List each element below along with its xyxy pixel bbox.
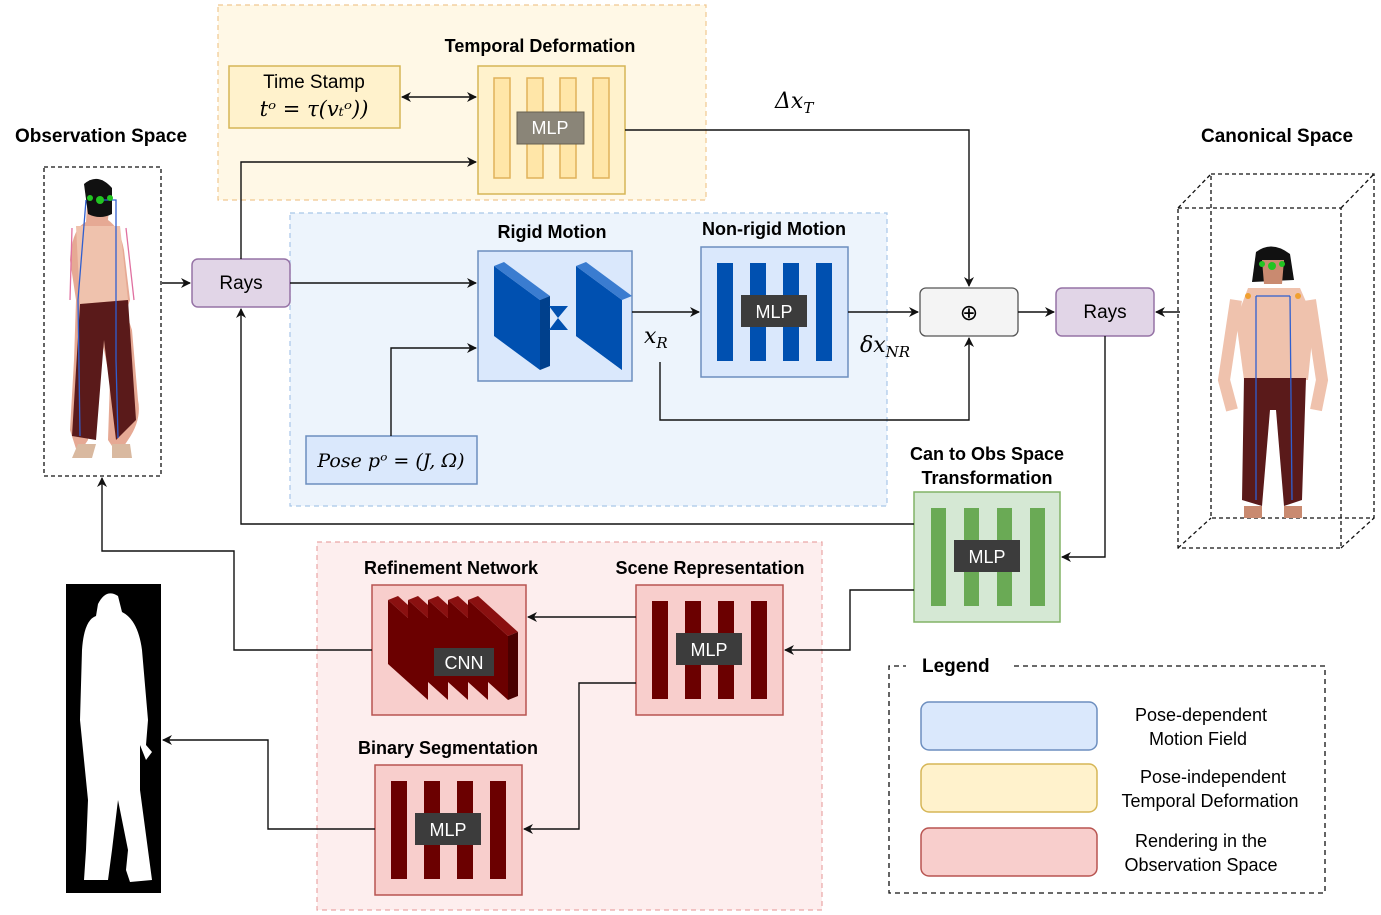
rigid-motion-title: Rigid Motion (498, 222, 607, 242)
scene-mlp-block: MLP (635, 584, 784, 716)
segmentation-mlp-label: MLP (429, 820, 466, 840)
delta-xt-label: ΔxT (774, 89, 814, 117)
sum-node: ⊕ (919, 287, 1019, 337)
time-stamp-box: Time Stamp tᵒ = τ(vₜᵒ)) (228, 65, 401, 129)
x-r-label: xR (644, 324, 668, 352)
can-to-obs-title-line2: Transformation (921, 468, 1052, 488)
legend-item-3-line2: Observation Space (1124, 855, 1277, 875)
legend-item-1-line2: Motion Field (1149, 729, 1247, 749)
non-rigid-motion-title: Non-rigid Motion (702, 219, 846, 239)
rays-right-label: Rays (1083, 302, 1126, 323)
time-stamp-formula: tᵒ = τ(vₜᵒ)) (260, 97, 369, 121)
canonical-person-image (1217, 246, 1329, 518)
legend-swatch-yellow (920, 763, 1098, 813)
legend-item-2-line1: Pose-independent (1140, 767, 1286, 787)
silhouette-mask-image (66, 584, 161, 893)
can-to-obs-title-line1: Can to Obs Space (910, 444, 1064, 464)
temporal-deformation-title: Temporal Deformation (445, 36, 636, 56)
legend-swatch-blue (920, 701, 1098, 751)
non-rigid-mlp-label: MLP (755, 302, 792, 322)
legend-title: Legend (922, 656, 990, 677)
refinement-cnn-label: CNN (445, 653, 484, 673)
observation-frame (43, 166, 162, 477)
canonical-space-label: Canonical Space (1201, 126, 1353, 147)
rigid-motion-block (477, 250, 633, 382)
legend-swatch-red (920, 827, 1098, 877)
delta-xnr-label: δxNR (860, 333, 910, 361)
observation-space-label: Observation Space (15, 126, 187, 147)
refinement-cnn-block: CNN (371, 584, 527, 716)
pose-formula: Pose pᵒ = (J, Ω) (316, 450, 464, 472)
rays-left-label: Rays (219, 273, 262, 294)
can-to-obs-mlp-block: MLP (913, 491, 1061, 623)
segmentation-mlp-block: MLP (374, 764, 523, 896)
sum-symbol: ⊕ (960, 300, 978, 325)
can-to-obs-mlp-label: MLP (968, 547, 1005, 567)
legend-item-3-line1: Rendering in the (1135, 831, 1267, 851)
rays-box-right: Rays (1055, 287, 1155, 337)
scene-mlp-label: MLP (690, 640, 727, 660)
connectors (97, 92, 1180, 834)
legend: Legend Pose-dependent Motion Field Pose-… (888, 656, 1326, 894)
temporal-mlp-label: MLP (531, 118, 568, 138)
non-rigid-mlp-block: MLP (700, 246, 849, 378)
refinement-network-title: Refinement Network (364, 558, 539, 578)
temporal-mlp-block: MLP (477, 65, 626, 195)
observation-person-image (69, 178, 139, 458)
scene-representation-title: Scene Representation (615, 558, 804, 578)
time-stamp-label: Time Stamp (263, 72, 365, 93)
rays-box-left: Rays (191, 258, 291, 308)
legend-item-2-line2: Temporal Deformation (1121, 791, 1298, 811)
binary-segmentation-title: Binary Segmentation (358, 738, 538, 758)
pose-box: Pose pᵒ = (J, Ω) (305, 435, 478, 485)
legend-item-1-line1: Pose-dependent (1135, 705, 1267, 725)
